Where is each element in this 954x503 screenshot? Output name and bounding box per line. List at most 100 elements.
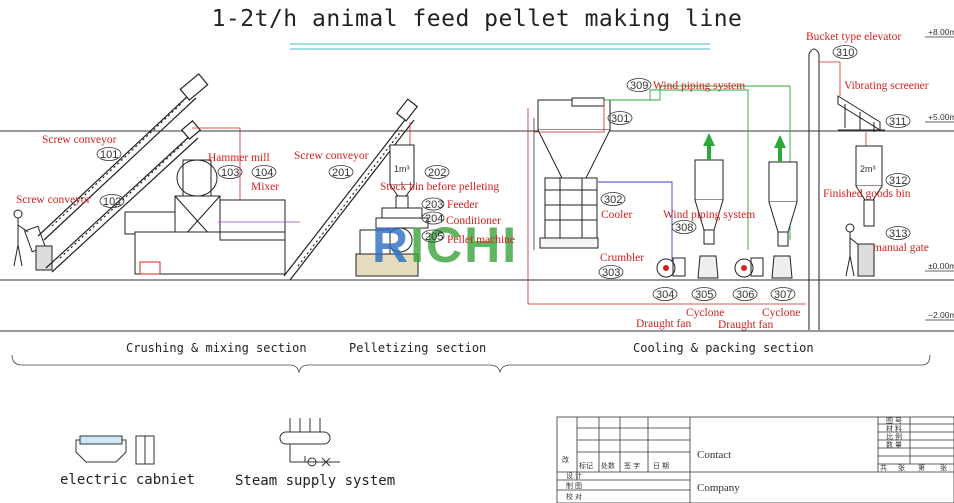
label-cyclone-307: Cyclone bbox=[762, 307, 800, 319]
svg-text:−2.00m: −2.00m bbox=[928, 310, 954, 320]
tb-row-label-3: 日 期 bbox=[653, 462, 669, 470]
tb-right-col-2: 比 例 bbox=[886, 432, 902, 441]
title-block-contact: Contact bbox=[697, 449, 731, 461]
svg-text:205: 205 bbox=[425, 231, 443, 243]
svg-text:313: 313 bbox=[889, 228, 907, 240]
label-bucket-elevator: Bucket type elevator bbox=[806, 31, 901, 43]
tb-sheet-0: 共 bbox=[880, 463, 887, 472]
tb-sheet-1: 张 bbox=[898, 463, 905, 472]
svg-text:312: 312 bbox=[889, 175, 907, 187]
num-104: 104 bbox=[251, 165, 277, 179]
arrow-307 bbox=[774, 135, 786, 162]
svg-text:310: 310 bbox=[836, 47, 854, 59]
label-feeder: Feeder bbox=[447, 199, 478, 211]
label-wind-piping-308: Wind piping system bbox=[663, 209, 755, 221]
label-finished-bin: Finished goods bin bbox=[823, 188, 911, 200]
pipe-cooler-top bbox=[534, 100, 605, 133]
label-stock-bin: Stock bin before pelleting bbox=[380, 181, 499, 193]
label-pellet-machine: Pellet machine bbox=[447, 234, 515, 246]
worker-right bbox=[845, 223, 875, 277]
label-vibrating-screener: Vibrating screener bbox=[844, 80, 929, 92]
level-marker-0m: ±0.00m bbox=[925, 261, 954, 272]
screw-conveyor-102-shape bbox=[45, 120, 202, 273]
legend-electric-cabinet-label: electric cabniet bbox=[60, 472, 195, 488]
section-label-cooling: Cooling & packing section bbox=[633, 341, 814, 355]
draught-fan-306-shape bbox=[734, 257, 764, 278]
svg-text:311: 311 bbox=[889, 116, 907, 128]
tb-row-label-2: 签 字 bbox=[624, 461, 640, 470]
tb-right-col-1: 材 料 bbox=[886, 424, 902, 433]
tb-row-label-1: 处数 bbox=[601, 461, 615, 470]
bucket-elevator-shape bbox=[808, 48, 841, 330]
svg-text:306: 306 bbox=[736, 289, 754, 301]
num-302: 302 bbox=[600, 192, 626, 206]
pipe-red-main bbox=[527, 108, 806, 305]
stock-bin-volume: 1m³ bbox=[394, 164, 410, 174]
watermark-text: RICHI bbox=[372, 217, 518, 273]
cyclone-305-shape bbox=[694, 159, 724, 279]
num-306: 306 bbox=[732, 287, 758, 301]
mixer-shape bbox=[134, 199, 286, 275]
num-307: 307 bbox=[770, 287, 796, 301]
section-braces bbox=[11, 354, 931, 374]
num-308: 308 bbox=[671, 220, 697, 234]
svg-text:301: 301 bbox=[611, 113, 629, 125]
tb-right-col-3: 数 量 bbox=[886, 440, 902, 449]
svg-text:302: 302 bbox=[604, 194, 622, 206]
num-303: 303 bbox=[598, 265, 624, 279]
finished-bin-volume: 2m³ bbox=[860, 164, 876, 174]
svg-text:204: 204 bbox=[425, 213, 443, 225]
label-crumbler: Crumbler bbox=[600, 252, 644, 264]
svg-text:202: 202 bbox=[428, 167, 446, 179]
tb-left-col-1: 制 图 bbox=[566, 481, 582, 490]
num-102: 102 bbox=[99, 194, 125, 208]
label-mixer: Mixer bbox=[251, 181, 279, 193]
num-305: 305 bbox=[691, 287, 717, 301]
svg-text:104: 104 bbox=[255, 167, 273, 179]
svg-text:203: 203 bbox=[425, 199, 443, 211]
label-draught-fan-306: Draught fan bbox=[718, 319, 773, 331]
pipe-blue-wind bbox=[598, 181, 673, 266]
pipe-green-wind-2 bbox=[612, 85, 791, 240]
svg-text:103: 103 bbox=[221, 167, 239, 179]
svg-text:101: 101 bbox=[100, 149, 118, 161]
label-screw-conveyor-101: Screw conveyor bbox=[42, 134, 117, 146]
num-310: 310 bbox=[832, 45, 858, 59]
electric-cabinet-icon bbox=[75, 435, 155, 465]
num-309: 309 bbox=[626, 78, 652, 92]
cooler-shape bbox=[537, 97, 611, 249]
num-311: 311 bbox=[885, 114, 911, 128]
stock-bin-shape bbox=[389, 144, 415, 209]
num-301: 301 bbox=[607, 111, 633, 125]
pellet-machine-shape bbox=[355, 207, 429, 277]
svg-text:+5.00m: +5.00m bbox=[928, 112, 954, 122]
watermark-logo: RICHI bbox=[372, 217, 518, 273]
svg-text:309: 309 bbox=[630, 80, 648, 92]
num-101: 101 bbox=[96, 147, 122, 161]
tb-row-label-0: 标记 bbox=[579, 461, 593, 470]
label-manual-gate: manual gate bbox=[873, 242, 929, 254]
svg-text:±0.00m: ±0.00m bbox=[928, 261, 954, 271]
label-cyclone-305: Cyclone bbox=[686, 307, 724, 319]
vibrating-screener-shape bbox=[837, 95, 885, 132]
tb-left-col-2: 校 对 bbox=[566, 492, 582, 501]
level-marker-5m: +5.00m bbox=[925, 112, 954, 123]
tb-sheet-3: 张 bbox=[940, 463, 947, 472]
cyclone-307-shape bbox=[768, 161, 798, 279]
section-label-crushing: Crushing & mixing section bbox=[126, 341, 307, 355]
svg-text:308: 308 bbox=[675, 222, 693, 234]
svg-text:307: 307 bbox=[774, 289, 792, 301]
num-205: 205 bbox=[421, 229, 445, 243]
screw-conveyor-101-shape bbox=[37, 73, 209, 241]
diagram-title: 1-2t/h animal feed pellet making line bbox=[211, 6, 743, 32]
svg-text:303: 303 bbox=[602, 267, 620, 279]
level-marker-minus2m: −2.00m bbox=[925, 310, 954, 321]
title-block bbox=[556, 416, 954, 503]
level-marker-8m: +8.00m bbox=[925, 27, 954, 38]
label-conditioner: Conditioner bbox=[446, 215, 501, 227]
num-103: 103 bbox=[217, 165, 243, 179]
num-203: 203 bbox=[421, 197, 445, 211]
num-304: 304 bbox=[652, 287, 678, 301]
num-312: 312 bbox=[885, 173, 911, 187]
